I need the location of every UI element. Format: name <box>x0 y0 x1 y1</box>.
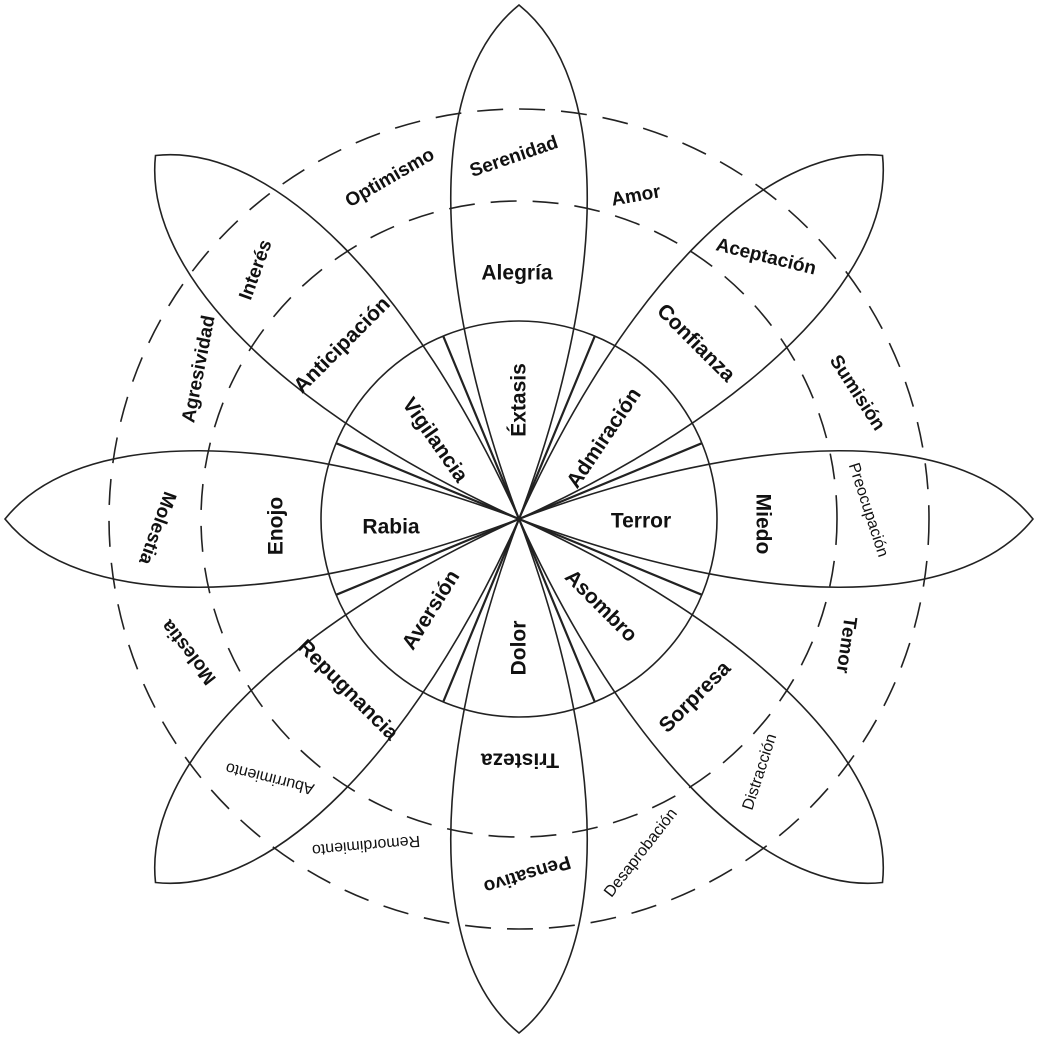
spokes-layer <box>335 335 703 703</box>
spoke-line <box>335 442 520 521</box>
dashed-ring-middle <box>200 200 838 838</box>
petal-enojo <box>3 449 522 589</box>
label-anticipacion: Anticipación <box>289 292 394 397</box>
label-pensativo: Pensativo <box>481 851 573 897</box>
label-confianza: Confianza <box>652 299 739 386</box>
spoke-line <box>517 518 596 703</box>
label-repugnancia: Repugnancia <box>293 635 403 745</box>
label-rabia: Rabia <box>362 516 420 539</box>
label-desaprobacion: Desaprobación <box>601 805 681 900</box>
label-optimismo: Optimismo <box>342 144 438 212</box>
spoke-line <box>517 335 596 520</box>
label-sorpresa: Sorpresa <box>655 656 736 737</box>
petals-layer <box>3 3 1035 1035</box>
petal-confianza <box>517 153 885 521</box>
label-serenidad: Serenidad <box>467 132 561 182</box>
label-enojo: Enojo <box>265 497 288 555</box>
label-sumision: Sumisión <box>825 351 889 434</box>
label-agresividad: Agresividad <box>178 314 219 425</box>
label-distraccion: Distracción <box>740 732 781 813</box>
label-aversion: Aversión <box>398 566 465 654</box>
label-preocupacion: Preocupación <box>845 461 891 559</box>
outer-labels: Serenidad Aceptación Preocupación Distra… <box>134 132 891 897</box>
petal-sorpresa <box>517 517 885 885</box>
label-asombro: Asombro <box>560 565 641 646</box>
label-remordimiento: Remordimiento <box>311 832 421 858</box>
petal-anticipacion <box>153 153 521 521</box>
label-miedo: Miedo <box>752 494 775 555</box>
petal-repugnancia <box>153 517 521 885</box>
petal-alegria <box>449 3 589 522</box>
label-temor: Temor <box>832 615 861 675</box>
spoke-line <box>335 517 520 596</box>
label-interes: Interés <box>235 237 276 303</box>
label-molestia-dyad: Molestia <box>157 615 221 688</box>
label-alegria: Alegría <box>481 262 553 285</box>
label-terror: Terror <box>611 510 671 533</box>
spoke-line <box>518 517 703 596</box>
label-aburrimiento: Aburrimiento <box>224 759 316 797</box>
label-aceptacion: Aceptación <box>714 234 818 279</box>
spoke-line <box>518 442 703 521</box>
label-extasis: Éxtasis <box>508 363 531 437</box>
inner-circle <box>320 320 718 718</box>
label-dolor: Dolor <box>508 621 531 676</box>
dashed-ring-outer <box>108 108 930 930</box>
label-tristeza: Tristeza <box>481 749 560 772</box>
spoke-line <box>442 518 521 703</box>
label-amor: Amor <box>610 181 663 210</box>
petal-miedo <box>516 449 1035 589</box>
label-molestia-outer: Molestia <box>134 489 180 568</box>
petal-tristeza <box>449 516 589 1035</box>
spoke-line <box>442 335 521 520</box>
